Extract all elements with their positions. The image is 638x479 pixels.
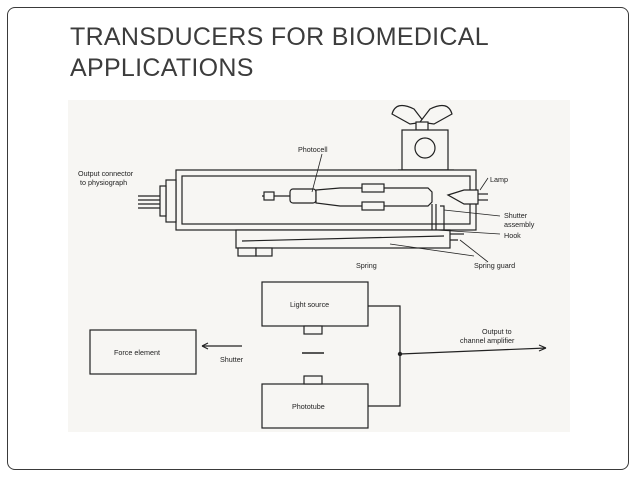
figure-svg: Photocell Output connector to physiograp…: [68, 100, 570, 432]
leader-lines-top: [311, 153, 501, 263]
label-hook: Hook: [504, 231, 521, 240]
wing-nut: [391, 104, 453, 131]
label-shutter-assembly-line2: assembly: [504, 220, 535, 229]
label-lamp: Lamp: [490, 175, 508, 184]
slide-frame: [7, 7, 629, 470]
title-line-2: APPLICATIONS: [70, 54, 254, 82]
label-photocell: Photocell: [298, 145, 328, 154]
light-source-box: [261, 281, 369, 335]
clamp-block: [398, 129, 454, 171]
label-output-line2: channel amplifier: [460, 336, 515, 345]
shutter-arrow: [201, 342, 242, 350]
force-element-box: [89, 329, 197, 375]
output-wiring: [368, 305, 547, 407]
lamp: [446, 189, 488, 205]
label-shutter-assembly-line1: Shutter: [504, 211, 528, 220]
title-line-1: TRANSDUCERS FOR BIOMEDICAL: [70, 23, 489, 51]
phototube-box: [261, 375, 369, 429]
label-output-line1: Output to: [482, 327, 512, 336]
slide-title: TRANSDUCERS FOR BIOMEDICAL APPLICATIONS: [70, 22, 550, 84]
transducer-figure: Photocell Output connector to physiograp…: [68, 100, 570, 432]
label-shutter: Shutter: [220, 355, 244, 364]
label-output-connector-line2: to physiograph: [80, 178, 127, 187]
label-phototube: Phototube: [292, 402, 325, 411]
label-spring: Spring: [356, 261, 377, 270]
label-force-element: Force element: [114, 348, 160, 357]
spring-block: [235, 229, 464, 257]
label-output-connector-line1: Output connector: [78, 169, 134, 178]
label-light-source: Light source: [290, 300, 329, 309]
photocell-tube: [262, 183, 433, 211]
label-spring-guard: Spring guard: [474, 261, 515, 270]
